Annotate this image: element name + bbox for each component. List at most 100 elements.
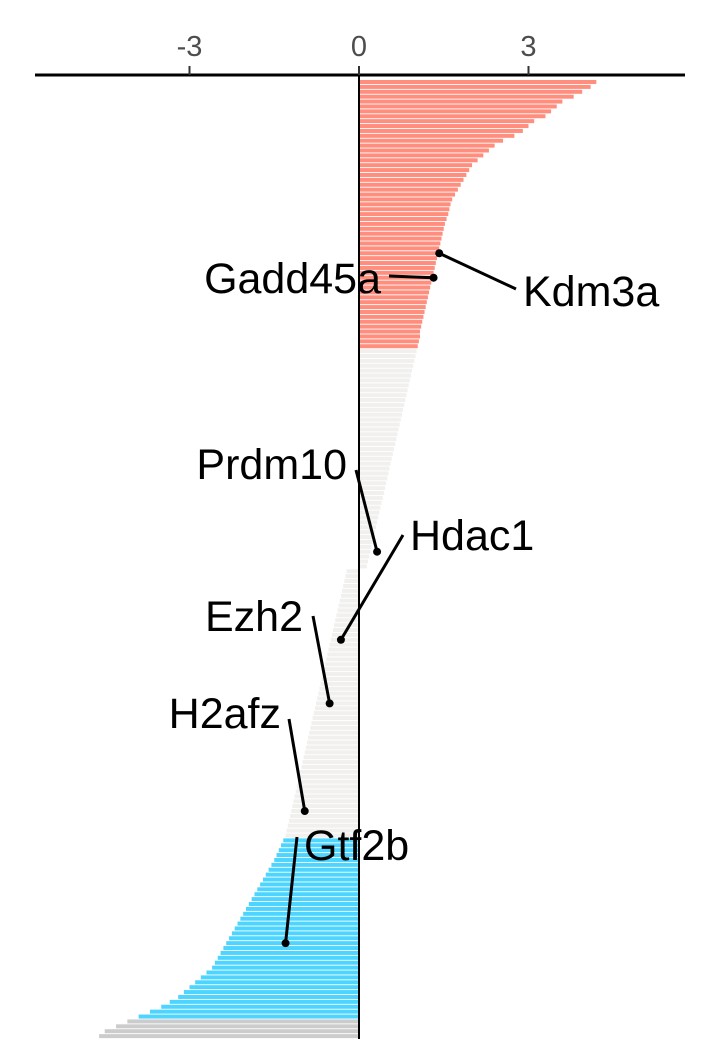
bar bbox=[359, 290, 430, 295]
bar bbox=[359, 109, 552, 114]
bar bbox=[195, 980, 359, 985]
bar bbox=[359, 334, 421, 339]
bar bbox=[268, 867, 359, 872]
bar bbox=[278, 848, 359, 853]
gene-label-leader-line bbox=[354, 469, 379, 553]
bar bbox=[359, 559, 369, 564]
gene-label-leader-line bbox=[311, 615, 332, 704]
bar bbox=[359, 554, 370, 559]
bar bbox=[359, 104, 557, 109]
bar bbox=[359, 265, 435, 270]
bar bbox=[359, 285, 431, 290]
bar bbox=[251, 897, 359, 902]
gene-label: Ezh2 bbox=[205, 593, 303, 641]
bar bbox=[359, 486, 385, 491]
bar bbox=[359, 358, 415, 363]
bar bbox=[359, 314, 424, 319]
bar bbox=[359, 368, 413, 373]
bar bbox=[319, 686, 359, 691]
x-tick-label: -3 bbox=[177, 31, 203, 63]
bar bbox=[359, 124, 529, 129]
gene-label: Gadd45a bbox=[204, 255, 381, 303]
bar bbox=[359, 202, 451, 207]
bar bbox=[169, 999, 359, 1004]
bar bbox=[328, 647, 359, 652]
bar bbox=[271, 862, 359, 867]
bar bbox=[359, 437, 397, 442]
bar bbox=[359, 393, 407, 398]
bar bbox=[304, 750, 359, 755]
bar bbox=[359, 192, 456, 197]
bar bbox=[359, 427, 399, 432]
bar bbox=[359, 461, 391, 466]
gene-label-leader-line bbox=[438, 251, 517, 291]
bar bbox=[359, 329, 421, 334]
bar bbox=[359, 300, 427, 305]
bar bbox=[359, 324, 422, 329]
bar bbox=[359, 354, 416, 359]
bar bbox=[359, 177, 464, 182]
bar bbox=[286, 828, 359, 833]
bar bbox=[310, 725, 359, 730]
gene-point bbox=[281, 939, 290, 948]
bar bbox=[359, 432, 398, 437]
bar bbox=[359, 114, 546, 119]
bar bbox=[183, 990, 359, 995]
bar bbox=[359, 481, 387, 486]
bar bbox=[359, 241, 441, 246]
bar bbox=[359, 510, 380, 515]
bar bbox=[214, 960, 359, 965]
bar bbox=[212, 965, 359, 970]
bar bbox=[359, 544, 372, 549]
bar bbox=[293, 799, 359, 804]
bar bbox=[359, 349, 417, 354]
bar bbox=[220, 950, 359, 955]
bar bbox=[359, 221, 445, 226]
bar bbox=[359, 471, 389, 476]
bar bbox=[343, 583, 359, 588]
gene-label: Prdm10 bbox=[196, 441, 347, 489]
bar bbox=[291, 809, 359, 814]
bar bbox=[217, 955, 359, 960]
bar bbox=[359, 89, 583, 94]
bar bbox=[359, 535, 374, 540]
bar bbox=[234, 926, 359, 931]
bar bbox=[359, 226, 444, 231]
bar bbox=[359, 84, 591, 89]
bar bbox=[297, 779, 359, 784]
bar bbox=[359, 549, 371, 554]
bar bbox=[359, 168, 470, 173]
x-tick-label: 0 bbox=[351, 31, 367, 63]
bar bbox=[294, 794, 359, 799]
gene-point bbox=[435, 249, 444, 258]
bar bbox=[359, 143, 495, 148]
bar bbox=[323, 667, 359, 672]
bar bbox=[359, 344, 418, 349]
gene-point bbox=[300, 807, 309, 816]
bar bbox=[301, 765, 359, 770]
bar bbox=[359, 422, 400, 427]
bar bbox=[334, 623, 359, 628]
bar bbox=[240, 916, 359, 921]
gene-point bbox=[325, 699, 334, 708]
bar bbox=[295, 789, 359, 794]
bar bbox=[359, 187, 458, 192]
bar bbox=[359, 153, 484, 158]
bar bbox=[329, 642, 359, 647]
gene-point bbox=[373, 547, 382, 556]
bar bbox=[359, 309, 425, 314]
bar bbox=[299, 774, 359, 779]
bar bbox=[359, 417, 401, 422]
bar bbox=[359, 373, 411, 378]
bar bbox=[345, 574, 359, 579]
bar bbox=[340, 593, 359, 598]
bar bbox=[359, 246, 440, 251]
bar bbox=[237, 921, 359, 926]
bar bbox=[336, 613, 359, 618]
bar bbox=[257, 887, 359, 892]
bar bbox=[200, 975, 359, 980]
bar bbox=[226, 941, 359, 946]
bar bbox=[307, 740, 359, 745]
bar bbox=[206, 970, 359, 975]
